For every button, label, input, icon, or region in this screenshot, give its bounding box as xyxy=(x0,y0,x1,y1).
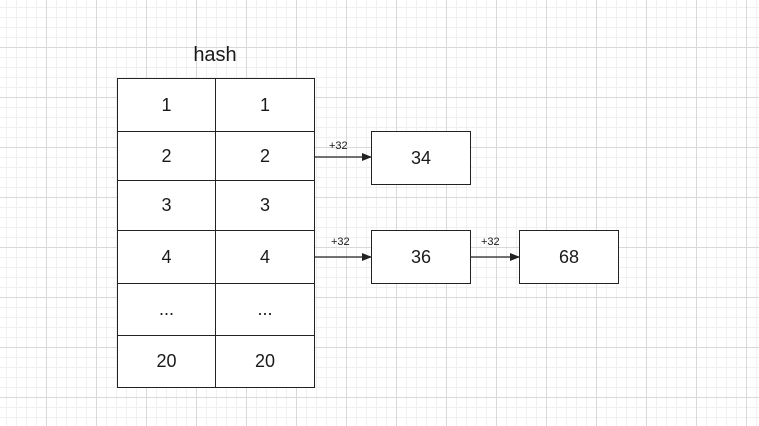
node-36: 36 xyxy=(371,230,471,284)
table-row: 1 1 xyxy=(117,78,315,132)
node-34: 34 xyxy=(371,131,471,185)
table-cell: ... xyxy=(117,283,216,336)
edge-label: +32 xyxy=(481,236,500,248)
table-cell: 20 xyxy=(117,335,216,388)
table-row: 20 20 xyxy=(117,335,315,388)
diagram-title: hash xyxy=(193,44,237,66)
edge-label: +32 xyxy=(331,236,350,248)
node-68: 68 xyxy=(519,230,619,284)
table-cell: 20 xyxy=(215,335,315,388)
table-cell: ... xyxy=(215,283,315,336)
edge-label: +32 xyxy=(329,140,348,152)
table-row: ... ... xyxy=(117,283,315,336)
table-cell: 2 xyxy=(215,131,315,181)
table-cell: 3 xyxy=(117,180,216,231)
hash-table: 1 1 2 2 3 3 4 4 ... ... 20 20 xyxy=(117,78,315,388)
table-row: 2 2 xyxy=(117,131,315,181)
